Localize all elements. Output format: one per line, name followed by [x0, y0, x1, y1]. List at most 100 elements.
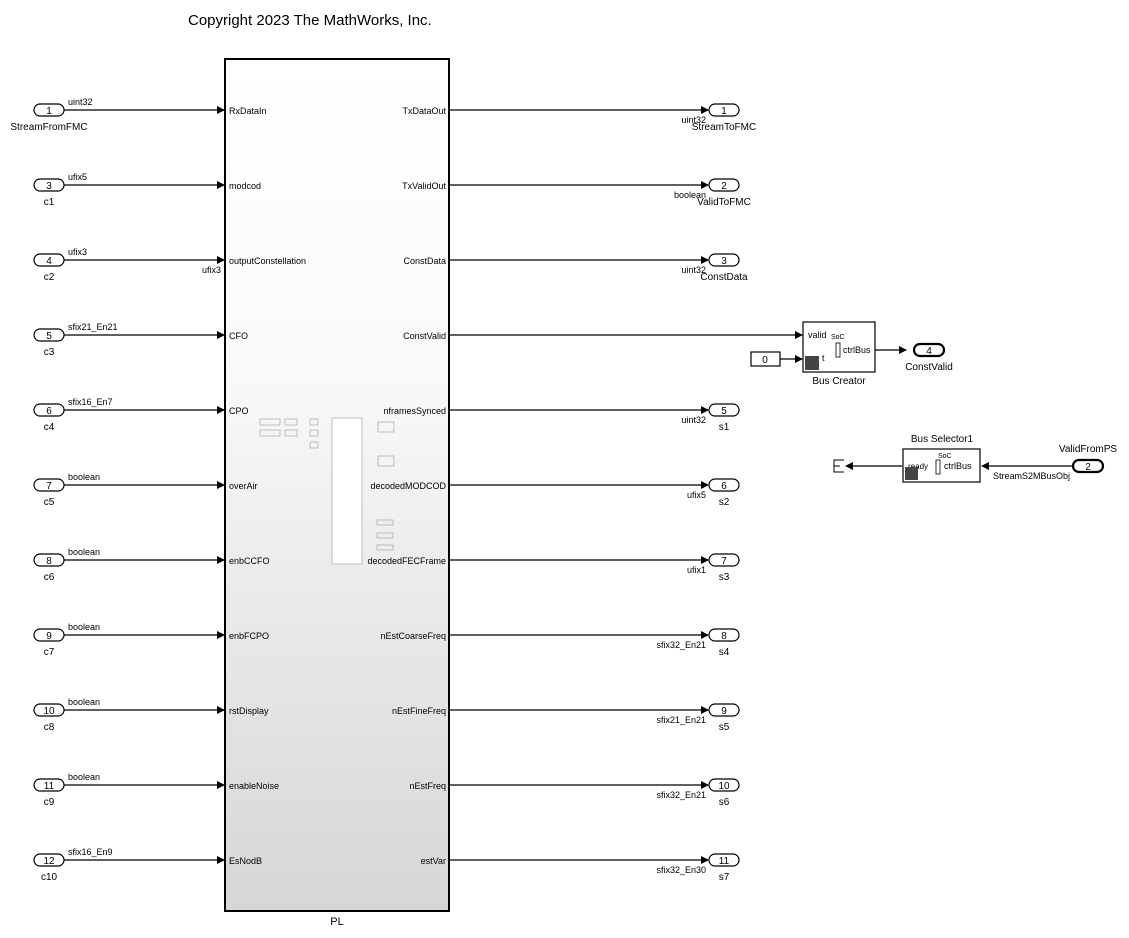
signal-type-label: ufix1: [687, 565, 706, 575]
output-port-label-nframesSynced: nframesSynced: [383, 406, 446, 416]
outport-s1[interactable]: [708, 403, 740, 417]
outport-ConstData[interactable]: [708, 253, 740, 267]
outport-s5[interactable]: [708, 703, 740, 717]
arrowhead-icon: [795, 331, 803, 339]
outport-s6[interactable]: [708, 778, 740, 792]
input-port-label-CPO: CPO: [229, 406, 249, 416]
signal-type-label: sfix21_En21: [68, 322, 118, 332]
outport-label: ValidToFMC: [697, 197, 751, 208]
outport-s3-number: 7: [721, 556, 727, 567]
outport-label: s3: [719, 572, 730, 583]
arrowhead-icon: [701, 706, 709, 714]
inport-label: c7: [44, 647, 55, 658]
input-port-label-EsNodB: EsNodB: [229, 856, 262, 866]
output-port-label-ConstValid: ConstValid: [403, 331, 446, 341]
inport-label: c2: [44, 272, 55, 283]
arrowhead-icon: [701, 106, 709, 114]
soc-badge: SoC: [938, 453, 952, 460]
inport-c4-number: 6: [46, 406, 52, 417]
outport-s7-number: 11: [719, 856, 730, 867]
inport-label: c9: [44, 797, 55, 808]
signal-type-label: uint32: [681, 115, 706, 125]
signal-type-label: sfix32_En30: [656, 865, 706, 875]
arrowhead-icon: [795, 355, 803, 363]
signal-type-label: sfix32_En21: [656, 790, 706, 800]
arrowhead-icon: [217, 256, 225, 264]
signal-type-label: uint32: [681, 415, 706, 425]
output-port-label-TxDataOut: TxDataOut: [402, 106, 446, 116]
signal-type-label: boolean: [68, 547, 100, 557]
input-port-label-enableNoise: enableNoise: [229, 781, 279, 791]
signal-type-label: ufix3: [68, 247, 87, 257]
inport-StreamFromFMC-number: 1: [46, 106, 52, 117]
subsystem-preview-thumbnail: [259, 417, 395, 565]
arrowhead-icon: [701, 406, 709, 414]
bus-signal-label: StreamS2MBusObj: [993, 471, 1070, 481]
inport-ValidFromPS-number: 2: [1085, 462, 1091, 473]
output-port-label-ConstData: ConstData: [403, 256, 446, 266]
inport-c2-number: 4: [46, 256, 52, 267]
output-port-label-nEstFreq: nEstFreq: [409, 781, 446, 791]
signal-type-label: boolean: [68, 697, 100, 707]
constant-value: 0: [762, 355, 768, 366]
arrowhead-icon: [217, 331, 225, 339]
arrowhead-icon: [217, 406, 225, 414]
outport-StreamToFMC-number: 1: [721, 106, 727, 117]
arrowhead-icon: [217, 556, 225, 564]
outport-s7[interactable]: [708, 853, 740, 867]
bus-creator-name: Bus Creator: [812, 376, 866, 387]
bus-selector-output-label: ready: [908, 462, 928, 471]
signal-type-label: sfix32_En21: [656, 640, 706, 650]
inport-label: c6: [44, 572, 55, 583]
outport-label: ConstData: [700, 272, 748, 283]
output-port-label-TxValidOut: TxValidOut: [402, 181, 446, 191]
outport-label: ConstValid: [905, 362, 953, 373]
output-port-label-nEstCoarseFreq: nEstCoarseFreq: [380, 631, 446, 641]
library-link-icon: [805, 356, 819, 370]
arrowhead-icon: [701, 256, 709, 264]
outport-s2-number: 6: [721, 481, 727, 492]
arrowhead-icon: [981, 462, 989, 470]
input-port-label-modcod: modcod: [229, 181, 261, 191]
signal-type-label: boolean: [68, 622, 100, 632]
library-link-icon: [905, 467, 918, 480]
inport-c7-number: 9: [46, 631, 52, 642]
signal-type-label: boolean: [68, 772, 100, 782]
copyright-text: Copyright 2023 The MathWorks, Inc.: [188, 12, 432, 29]
arrowhead-icon: [899, 346, 907, 354]
pl-subsystem-label: PL: [330, 916, 343, 928]
inport-c1-number: 3: [46, 181, 52, 192]
outport-ValidToFMC[interactable]: [708, 178, 740, 192]
inport-bold-border: [1071, 458, 1105, 474]
signal-type-label: sfix16_En9: [68, 847, 113, 857]
outport-label: s2: [719, 497, 730, 508]
arrowhead-icon: [217, 106, 225, 114]
input-port-label-CFO: CFO: [229, 331, 248, 341]
outport-s4-number: 8: [721, 631, 727, 642]
bus-icon: [835, 342, 841, 358]
inport-label: c1: [44, 197, 55, 208]
signal-type-label: sfix16_En7: [68, 397, 113, 407]
input-port-label-enbCCFO: enbCCFO: [229, 556, 270, 566]
arrowhead-icon: [701, 481, 709, 489]
inport-label: c3: [44, 347, 55, 358]
input-port-label-rstDisplay: rstDisplay: [229, 706, 269, 716]
bus-selector-input-label: ctrlBus: [944, 461, 972, 471]
inport-c8-number: 10: [43, 706, 55, 717]
outport-s3[interactable]: [708, 553, 740, 567]
outport-s2[interactable]: [708, 478, 740, 492]
terminator-block[interactable]: [833, 459, 844, 473]
outport-s4[interactable]: [708, 628, 740, 642]
signal-type-label: ufix5: [687, 490, 706, 500]
signal-type-label: uint32: [68, 97, 93, 107]
outport-label: s7: [719, 872, 730, 883]
bus-creator-input-valid: valid: [808, 330, 827, 340]
outport-StreamToFMC[interactable]: [708, 103, 740, 117]
input-port-label-overAir: overAir: [229, 481, 258, 491]
outport-bold-border: [912, 342, 946, 358]
arrowhead-icon: [217, 706, 225, 714]
inport-c9-number: 11: [44, 781, 55, 792]
outport-ConstValid-number: 4: [926, 346, 932, 357]
outport-label: s6: [719, 797, 730, 808]
output-port-label-decodedMODCOD: decodedMODCOD: [370, 481, 446, 491]
